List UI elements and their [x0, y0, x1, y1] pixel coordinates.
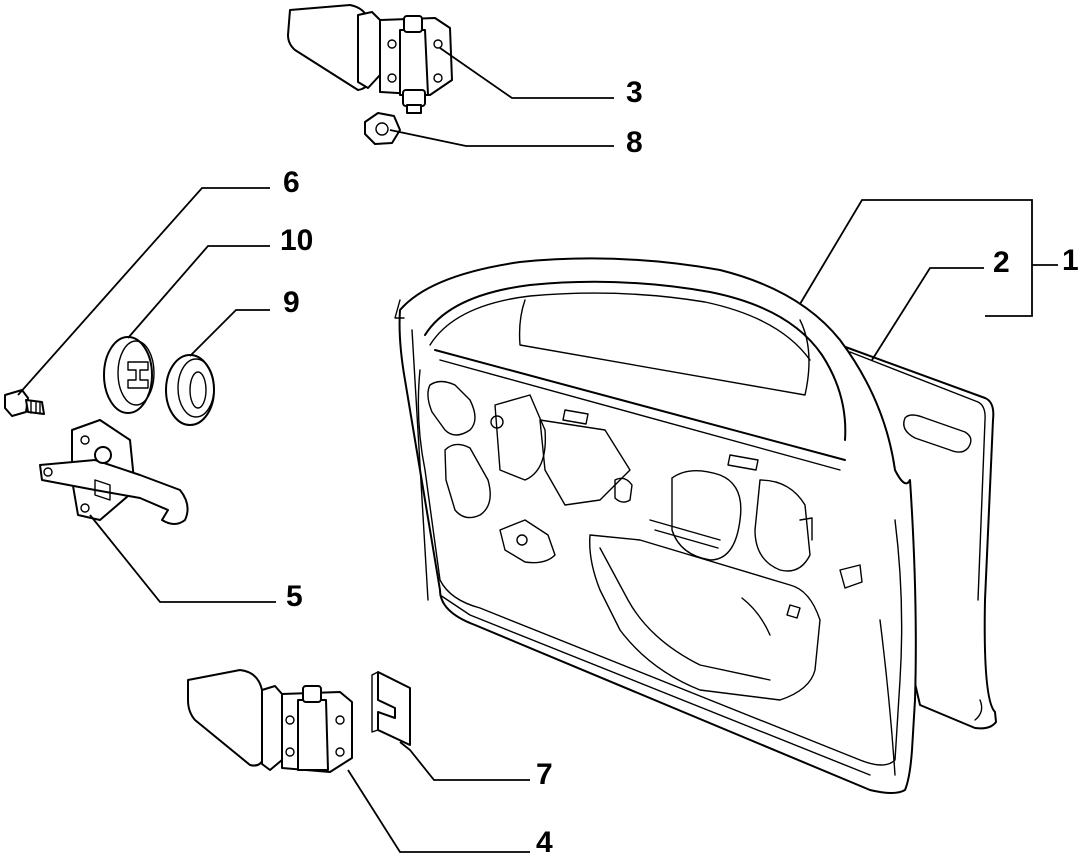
lower-hinge — [187, 669, 353, 773]
leader-3 — [439, 47, 614, 99]
leader-5 — [89, 514, 276, 603]
leader-2 — [871, 267, 984, 361]
callout-8: 8 — [626, 126, 643, 159]
callout-10: 10 — [280, 224, 313, 257]
callout-labels: 3 8 6 10 9 5 7 4 2 1 — [280, 76, 1079, 855]
callout-5: 5 — [286, 580, 303, 613]
shim-plate — [371, 671, 411, 746]
callout-4: 4 — [536, 826, 553, 855]
leader-4 — [347, 769, 530, 853]
door-check-strap — [39, 419, 189, 525]
leader-lines — [17, 47, 1058, 853]
upper-hinge — [287, 4, 453, 114]
callout-1: 1 — [1062, 244, 1079, 277]
callout-2: 2 — [993, 246, 1010, 279]
callout-9: 9 — [283, 286, 300, 319]
door-inner-frame — [394, 257, 917, 794]
leader-7 — [399, 741, 530, 781]
hinge-nut — [364, 112, 401, 145]
leader-9 — [189, 309, 270, 357]
callout-3: 3 — [626, 76, 643, 109]
plug — [165, 354, 215, 426]
callout-6: 6 — [283, 166, 300, 199]
leader-10 — [127, 245, 270, 339]
screw — [4, 389, 45, 417]
callout-7: 7 — [536, 758, 553, 791]
grommet-large — [103, 336, 155, 414]
leader-6 — [17, 187, 270, 396]
leader-8 — [389, 129, 614, 147]
leader-1 — [799, 199, 1033, 317]
